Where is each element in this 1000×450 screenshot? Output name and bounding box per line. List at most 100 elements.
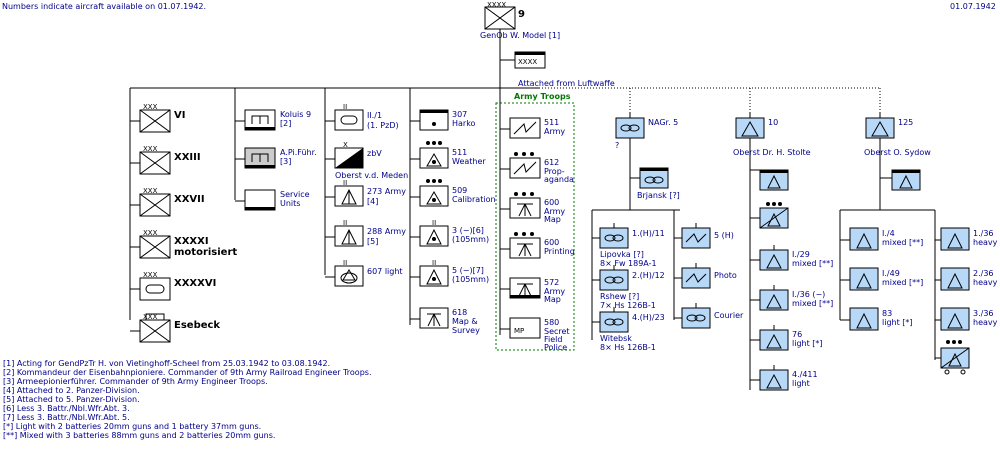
col3-label: 288 Army <box>367 227 406 236</box>
flak-battalion-symbol <box>849 227 879 251</box>
nagr-unit-label: 1.(H)/11 <box>632 229 665 238</box>
engineer-symbol <box>244 109 276 131</box>
corps-symbol: XXX <box>139 271 171 301</box>
col5-sub2: Map <box>544 215 561 224</box>
footnote-line: [5] Attached to 5. Panzer-Division. <box>3 395 140 404</box>
col4-sub2: Survey <box>452 326 480 335</box>
footnote-line: [3] Armeepionierführer. Commander of 9th… <box>3 377 268 386</box>
col4-label: 5 (−)[7] <box>452 266 484 275</box>
col5-label: 511 <box>544 118 559 127</box>
col4-label: 3 (−)[6] <box>452 226 484 235</box>
flak125-commander: Oberst O. Sydow <box>864 148 931 157</box>
svg-text:II: II <box>432 219 436 227</box>
nagr-unit-aircraft: 7× Hs 126B-1 <box>600 301 656 310</box>
flak125-left-sub: light [*] <box>882 318 913 327</box>
col4-label: 618 <box>452 308 467 317</box>
footnote-line: [7] Less 3. Battr./Nbl.Wfr.Abt. 5. <box>3 413 130 422</box>
artillery-symbol <box>419 141 449 169</box>
artillery-symbol <box>419 307 449 329</box>
army-troops-column: 511Army612Prop-aganda600ArmyMap600Printi… <box>500 117 575 352</box>
army-troop-symbol <box>509 192 541 219</box>
nagr-hq-label: Brjansk [?] <box>637 191 680 200</box>
col5-sub: Army <box>544 207 565 216</box>
col5-sub: Secret <box>544 327 570 336</box>
nagr-unit-label: 4.(H)/23 <box>632 313 665 322</box>
svg-text:XXX: XXX <box>143 229 158 237</box>
corps-label: XXVII <box>174 194 205 205</box>
flak125-right-label: 2./36 <box>973 269 994 278</box>
flak10-unit-label: I./29 <box>792 250 810 259</box>
flak10-unit-label: I./36 (−) <box>792 290 825 299</box>
unit-symbol: X <box>334 141 364 169</box>
side-squadron-label: Courier <box>714 311 744 320</box>
flak10-hq <box>759 169 789 191</box>
army-commander: GenOb W. Model [1] <box>480 31 560 40</box>
col4-label: 509 <box>452 186 467 195</box>
flak10-unit-sub: light [*] <box>792 339 823 348</box>
flak-battery-symbol <box>940 267 970 291</box>
svg-text:XXXX: XXXX <box>518 58 537 66</box>
footnote-line: [6] Less 3. Battr./Nbl.Wfr.Abt. 3. <box>3 404 130 413</box>
artillery-symbol <box>419 179 449 207</box>
footnote-line: [**] Mixed with 3 batteries 88mm guns an… <box>3 431 275 440</box>
flak125-right-sub: heavy <box>973 318 998 327</box>
flak125-left-label: 83 <box>882 309 892 318</box>
flak-battalion-symbol <box>849 307 879 331</box>
flak10-unit-sub: mixed [**] <box>792 299 833 308</box>
col3-label: 273 Army <box>367 187 406 196</box>
svg-text:II: II <box>343 103 347 111</box>
col4-sub: Weather <box>452 157 486 166</box>
flak125-railway <box>935 340 970 375</box>
flak-battalion-symbol <box>759 325 789 351</box>
flak-battalion-symbol <box>759 285 789 311</box>
nagr-q: ? <box>615 141 619 150</box>
svg-text:XXXX: XXXX <box>487 1 506 9</box>
col5-sub: Army <box>544 127 565 136</box>
corps-label: XXIII <box>174 152 201 163</box>
unit-symbol: II <box>334 259 364 287</box>
side-squadron-label: 5 (H) <box>714 231 734 240</box>
army-hq-flag: XXXX <box>514 51 546 69</box>
col5-sub2: aganda <box>544 175 574 184</box>
flak125-left-label: I./49 <box>882 269 900 278</box>
army-troops-label: Army Troops <box>514 92 571 101</box>
col4-sub: Calibration <box>452 195 496 204</box>
flak125-hq <box>891 169 921 191</box>
recon-squadron-symbol <box>599 223 629 249</box>
corps-label: VI <box>174 110 185 121</box>
footnote-line: [1] Acting for GendPzTr H. von Vietingho… <box>3 359 330 368</box>
nagr-symbol <box>615 113 645 139</box>
side-squadron-label: Photo <box>714 271 737 280</box>
flak10-unit-sub: light <box>792 379 810 388</box>
corps-symbol: XXX <box>139 229 171 259</box>
col4-label: 307 <box>452 110 467 119</box>
flak125-left-label: I./4 <box>882 229 895 238</box>
col2-sub: [2] <box>280 119 291 128</box>
svg-text:II: II <box>343 219 347 227</box>
col5-sub: Army <box>544 287 565 296</box>
col5-label: 600 <box>544 238 559 247</box>
col2-sub: Units <box>280 199 300 208</box>
flak10-unit-sub: mixed [**] <box>792 259 833 268</box>
flak125-label: 125 <box>898 118 913 127</box>
army-troop-symbol <box>509 117 541 139</box>
col5-label: 580 <box>544 318 559 327</box>
luftwaffe-label: Attached from Luftwaffe <box>518 79 615 88</box>
col2-label: Service <box>280 190 310 199</box>
corps-label: Esebeck <box>174 320 220 331</box>
corps-symbol: XXX <box>139 313 171 343</box>
corps-column: XXXVIXXXXXIIIXXXXXVIIXXXXXXXImotorisiert… <box>130 103 237 343</box>
svg-text:XXX: XXX <box>143 103 158 111</box>
col2-label: Koluis 9 <box>280 110 311 119</box>
col5-sub2: Field <box>544 335 562 344</box>
col5-label: 600 <box>544 198 559 207</box>
col5-label: 572 <box>544 278 559 287</box>
corps-label: XXXXI <box>174 236 209 247</box>
flak-battery-symbol <box>940 227 970 251</box>
army-troop-symbol <box>509 277 541 299</box>
artillery-symbol: II <box>419 259 449 287</box>
flak125-right-sub: heavy <box>973 238 998 247</box>
corps-symbol: XXX <box>139 187 171 217</box>
col5-sub3: Police <box>544 343 567 352</box>
